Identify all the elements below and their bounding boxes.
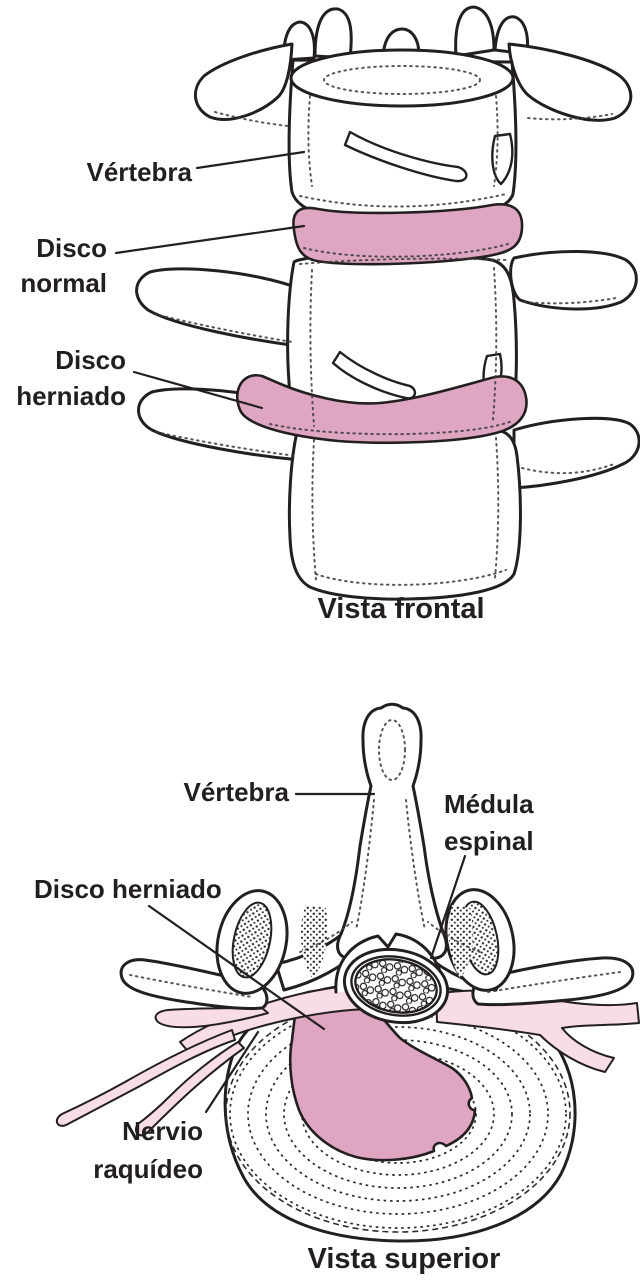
label-vertebra-superior: Vértebra bbox=[184, 777, 290, 807]
transverse-process-upper-right bbox=[507, 42, 633, 122]
vertebra-top-processes bbox=[282, 5, 530, 62]
spinal-nerve-left bbox=[55, 983, 375, 1137]
leader-disco-normal bbox=[114, 224, 306, 255]
herniated-disc bbox=[236, 373, 528, 445]
articular-process-left bbox=[215, 889, 289, 995]
articular-horn-left bbox=[343, 130, 468, 183]
canal-shadow-right bbox=[448, 905, 473, 978]
bone-shading-superior bbox=[129, 719, 621, 998]
superior-view-diagram: Vértebra Médula espinal Disco herniado N… bbox=[34, 702, 640, 1275]
leader-disco-herniado-frontal bbox=[132, 370, 264, 410]
canal-shadow-left bbox=[300, 905, 328, 978]
transverse-process-middle-right bbox=[509, 249, 638, 311]
label-nervio-line1: Nervio bbox=[122, 1116, 203, 1146]
label-disco-herniado-line2: herniado bbox=[16, 381, 126, 411]
label-disco-herniado-superior: Disco herniado bbox=[34, 874, 222, 904]
bone-shading-frontal bbox=[153, 95, 617, 586]
endplate-stipple bbox=[323, 65, 481, 95]
vertebra-top-endplate bbox=[289, 48, 515, 108]
caption-superior-view: Vista superior bbox=[308, 1243, 501, 1275]
label-medula-line2: espinal bbox=[444, 826, 534, 856]
label-disco-herniado-line1: Disco bbox=[55, 345, 126, 375]
label-nervio-line2: raquídeo bbox=[93, 1154, 203, 1184]
frontal-view-diagram: Vértebra Disco normal Disco herniado Vis… bbox=[16, 5, 640, 625]
label-disco-normal-line2: normal bbox=[20, 268, 107, 298]
articular-horn-middle-left bbox=[331, 350, 417, 400]
spinous-process bbox=[336, 702, 448, 960]
caption-frontal-view: Vista frontal bbox=[317, 593, 484, 625]
label-medula-line1: Médula bbox=[444, 789, 534, 819]
spinal-cord bbox=[342, 947, 450, 1025]
transverse-process-left-superior bbox=[119, 958, 269, 1011]
leader-medula-espinal bbox=[429, 854, 467, 960]
transverse-process-lower-right bbox=[512, 416, 640, 490]
leader-vertebra-frontal bbox=[195, 150, 306, 170]
transverse-process-upper-left bbox=[194, 42, 294, 121]
label-disco-normal-line1: Disco bbox=[36, 233, 107, 263]
label-vertebra-frontal: Vértebra bbox=[87, 157, 193, 187]
normal-disc bbox=[292, 203, 524, 266]
leader-disco-herniado-superior bbox=[147, 904, 326, 1031]
transverse-process-middle-left bbox=[135, 267, 300, 348]
vertebra-body-bottom bbox=[287, 424, 522, 601]
leader-nervio-raquideo bbox=[204, 1030, 260, 1114]
